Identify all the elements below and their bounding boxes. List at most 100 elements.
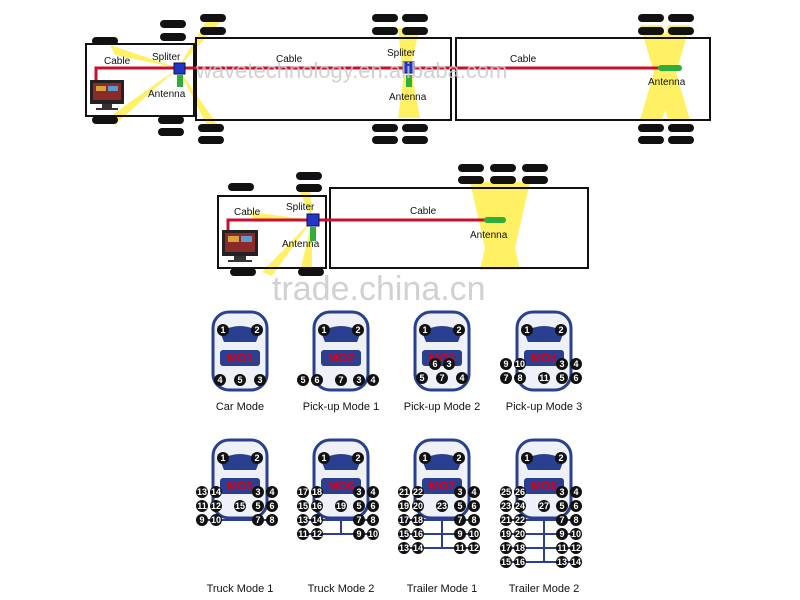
windshield (422, 454, 462, 470)
roof (220, 350, 260, 366)
camera-position-marker (500, 486, 512, 498)
mode-label: Truck Mode 2 (308, 583, 375, 595)
camera-position-number: 27 (539, 501, 549, 511)
camera-position-number: 3 (457, 487, 462, 497)
camera-position-marker (570, 514, 582, 526)
camera-position-number: 8 (517, 373, 522, 383)
camera-position-number: 6 (471, 501, 476, 511)
camera-position-number: 4 (217, 375, 222, 385)
camera-position-number: 15 (501, 557, 511, 567)
camera-position-number: 2 (254, 453, 259, 463)
camera-position-number: 7 (439, 373, 444, 383)
antenna-icon (484, 217, 506, 223)
camera-position-number: 2 (558, 325, 563, 335)
camera-position-number: 22 (413, 487, 423, 497)
camera-position-number: 12 (211, 501, 221, 511)
spliter-label: Spliter (286, 202, 315, 213)
spliter-label: Spliter (152, 52, 181, 63)
camera-position-marker (367, 374, 379, 386)
camera-position-marker (468, 514, 480, 526)
camera-position-marker (514, 358, 526, 370)
camera-position-marker (500, 514, 512, 526)
camera-position-number: 12 (469, 543, 479, 553)
camera-position-number: 10 (571, 529, 581, 539)
camera-position-marker (252, 486, 264, 498)
camera-position-number: 5 (457, 501, 462, 511)
camera-position-marker (454, 514, 466, 526)
camera-position-number: 13 (557, 557, 567, 567)
camera-position-number: 10 (211, 515, 221, 525)
camera-position-number: 8 (471, 515, 476, 525)
camera-position-marker (500, 500, 512, 512)
camera-position-number: 21 (399, 487, 409, 497)
camera-position-marker (353, 528, 365, 540)
camera-position-number: 6 (432, 359, 437, 369)
antenna-icon (177, 75, 183, 87)
camera-position-number: 26 (515, 487, 525, 497)
antenna-label: Antenna (282, 239, 320, 250)
camera-position-number: 15 (298, 501, 308, 511)
camera-position-marker (453, 452, 465, 464)
camera-position-marker (500, 528, 512, 540)
camera-position-marker (398, 542, 410, 554)
camera-position-marker (514, 514, 526, 526)
camera-position-marker (555, 324, 567, 336)
windshield (524, 326, 564, 342)
camera-position-number: 3 (255, 487, 260, 497)
camera-position-number: 11 (539, 373, 549, 383)
roof (321, 478, 361, 494)
camera-position-marker (556, 514, 568, 526)
cab-box (85, 43, 195, 117)
camera-position-marker (367, 500, 379, 512)
roof (422, 478, 462, 494)
camera-position-marker (335, 500, 347, 512)
camera-position-number: 7 (356, 515, 361, 525)
camera-position-marker (252, 514, 264, 526)
camera-position-marker (311, 500, 323, 512)
cab-box (217, 195, 327, 269)
camera-position-marker (210, 514, 222, 526)
camera-position-marker (234, 374, 246, 386)
camera-position-number: 16 (413, 529, 423, 539)
camera-position-marker (311, 514, 323, 526)
camera-position-number: 2 (456, 453, 461, 463)
camera-position-number: 2 (558, 453, 563, 463)
camera-position-number: 8 (573, 515, 578, 525)
camera-position-marker (454, 500, 466, 512)
mid-diagram: Cable Spliter Antenna Cable Antenna trad… (217, 164, 589, 308)
roof (524, 478, 564, 494)
camera-position-marker (210, 486, 222, 498)
camera-position-number: 18 (515, 543, 525, 553)
camera-position-marker (367, 486, 379, 498)
mode-label: Trailer Mode 1 (407, 583, 478, 595)
windshield (321, 326, 361, 342)
camera-position-number: 6 (370, 501, 375, 511)
camera-position-marker (556, 542, 568, 554)
camera-position-number: 13 (298, 515, 308, 525)
camera-position-number: 4 (573, 359, 578, 369)
camera-position-marker (500, 358, 512, 370)
camera-position-number: 3 (559, 359, 564, 369)
camera-position-marker (353, 500, 365, 512)
mid-beams (250, 182, 530, 276)
camera-position-marker (266, 486, 278, 498)
roof (321, 350, 361, 366)
camera-position-number: 14 (211, 487, 221, 497)
camera-position-number: 15 (399, 529, 409, 539)
camera-position-number: 2 (254, 325, 259, 335)
mode-code: MO4 (531, 351, 557, 365)
camera-position-number: 3 (559, 487, 564, 497)
camera-position-marker (453, 324, 465, 336)
camera-position-marker (412, 542, 424, 554)
camera-position-marker (252, 500, 264, 512)
camera-position-number: 19 (501, 529, 511, 539)
antenna-icon (658, 65, 682, 71)
camera-position-number: 1 (422, 453, 427, 463)
camera-position-marker (214, 374, 226, 386)
camera-position-number: 6 (573, 501, 578, 511)
